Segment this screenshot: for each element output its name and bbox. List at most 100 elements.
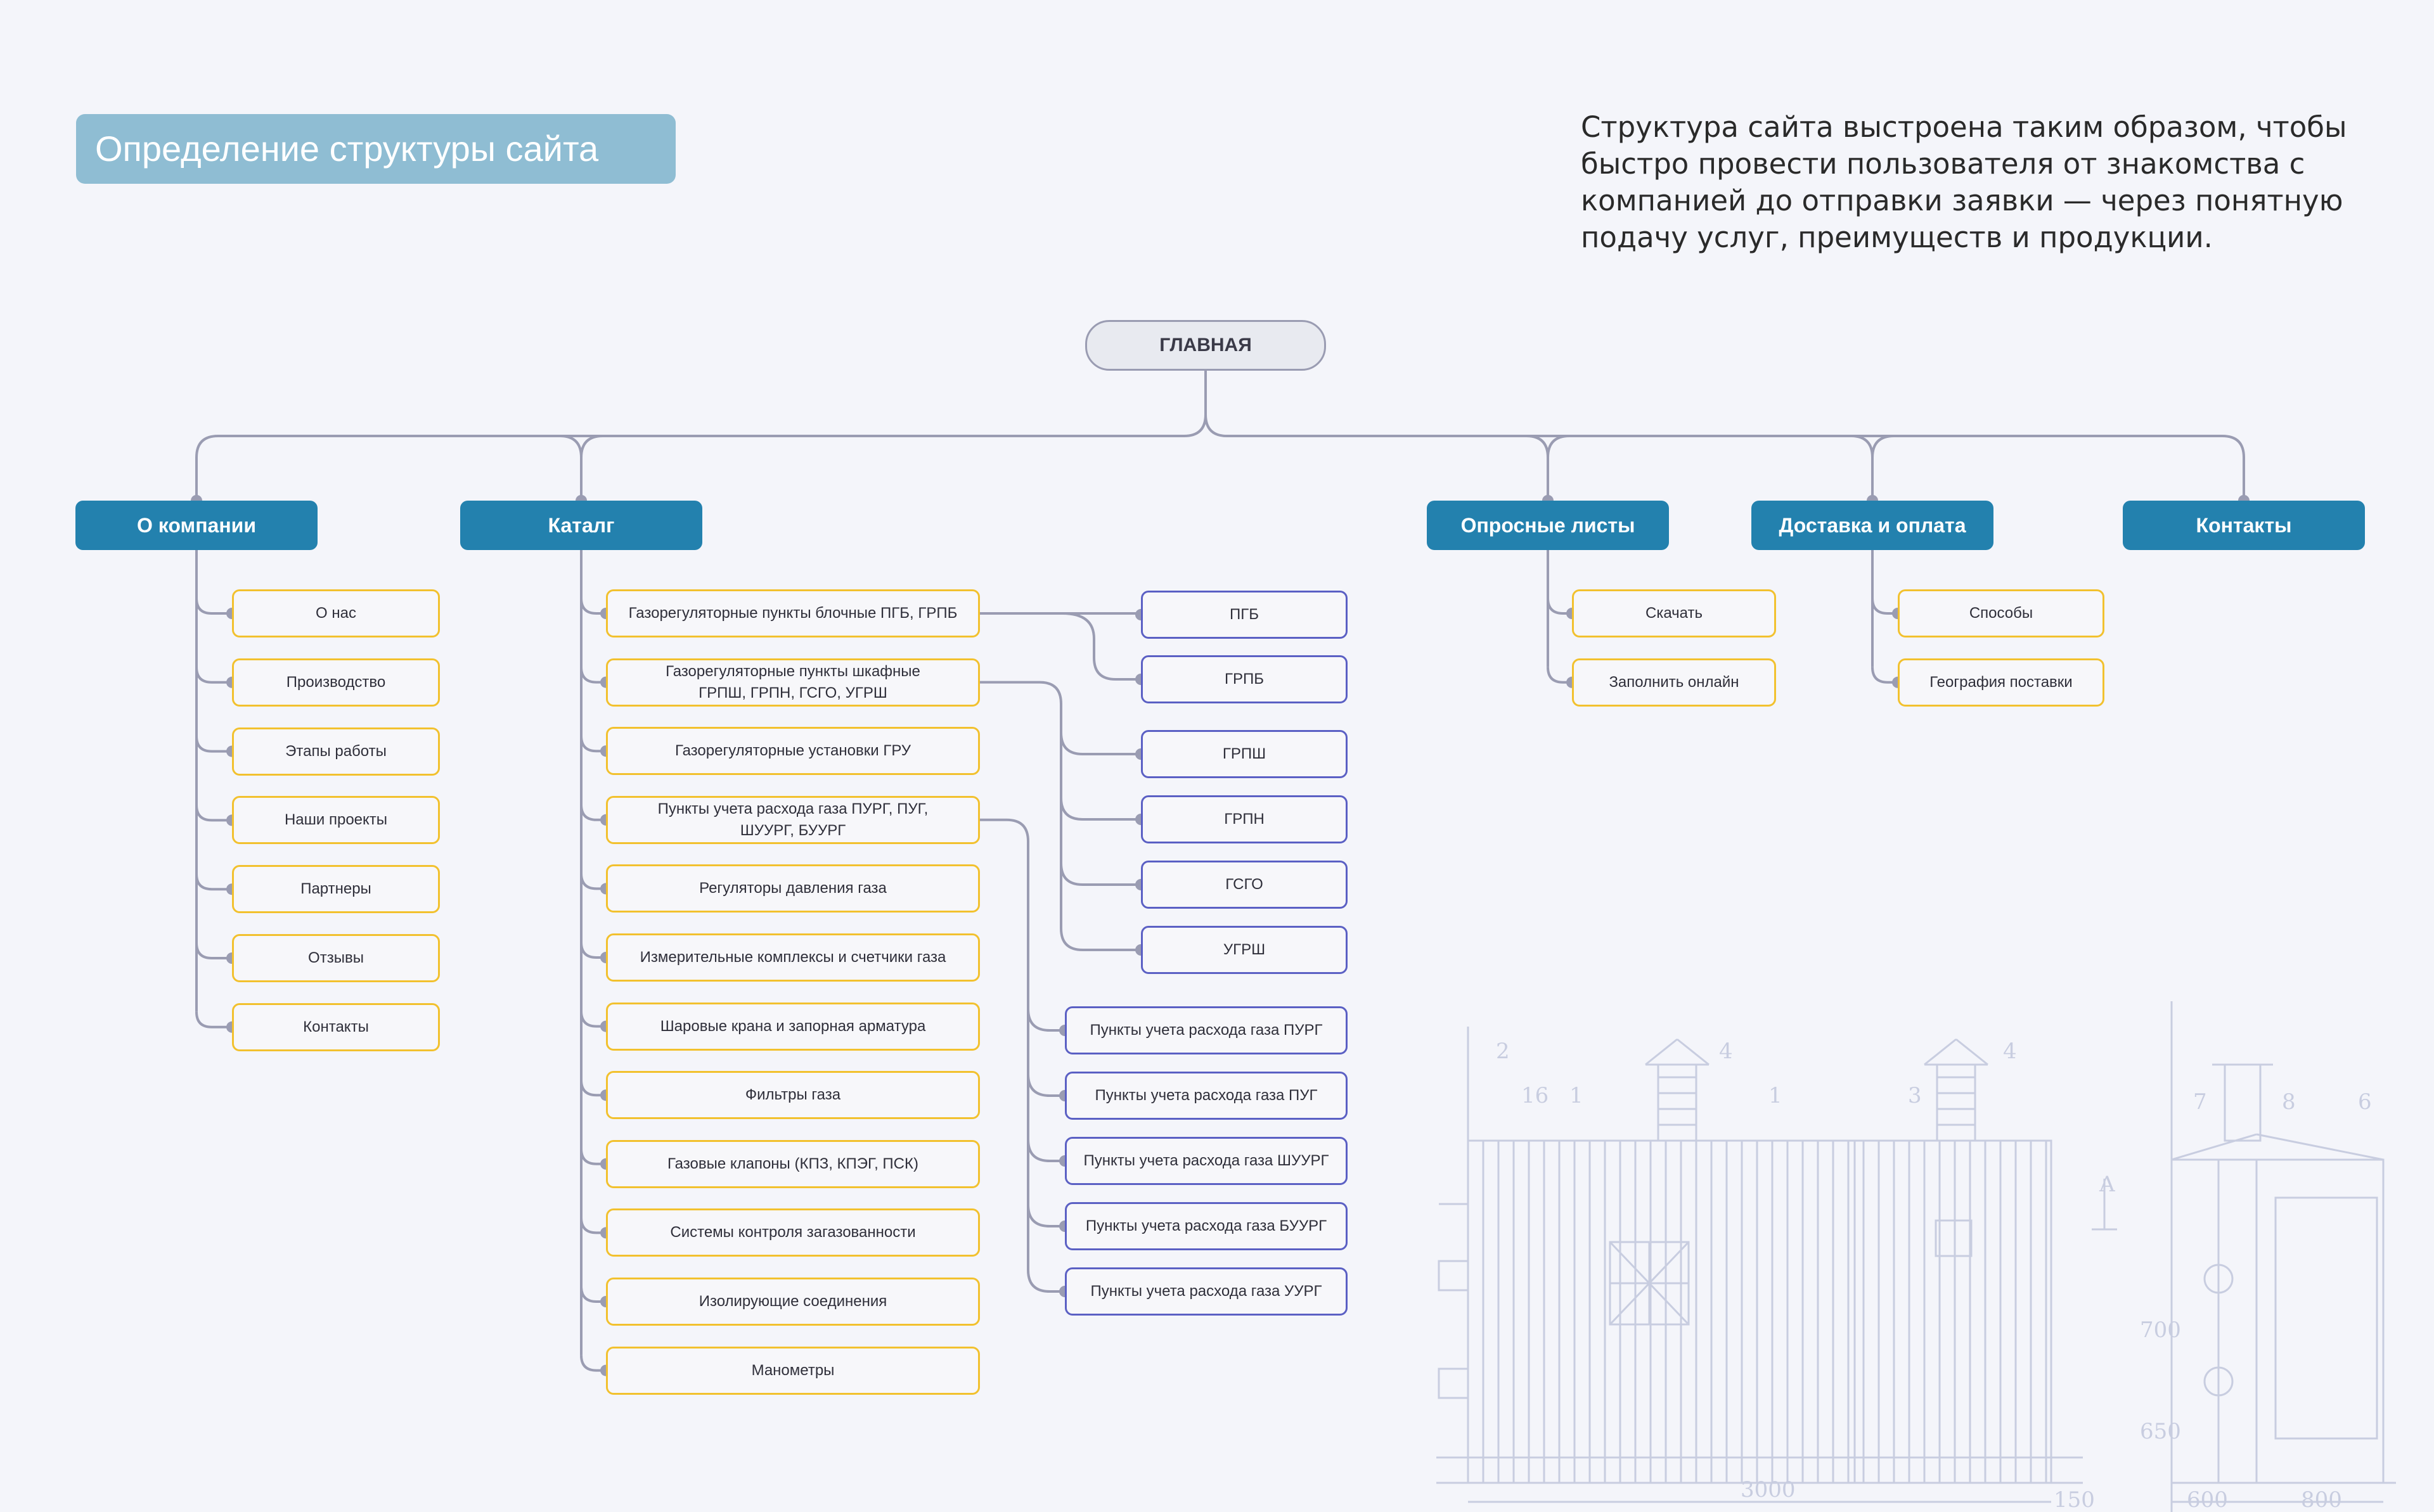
connector-line (580, 804, 606, 821)
blueprint-pipe-circle (2203, 1366, 2234, 1397)
connector-line (980, 818, 1029, 1270)
connector-line (1850, 435, 1874, 501)
blueprint-callout: 6 (2358, 1089, 2372, 1115)
blueprint-flange (1438, 1368, 1469, 1399)
connector-line (195, 435, 219, 501)
connector-line (195, 736, 232, 753)
category-delivery[interactable]: Доставка и оплата (1751, 501, 1993, 550)
leaf-catalog-item-1[interactable]: Газорегуляторные пункты блочные ПГБ, ГРП… (606, 589, 980, 637)
page-title: Определение структуры сайта (76, 114, 676, 184)
sub-catalog-1-item-2[interactable]: ГРПБ (1141, 655, 1348, 703)
leaf-about-item-3[interactable]: Этапы работы (232, 727, 440, 776)
connector-line (1027, 1008, 1065, 1032)
sub-catalog-4-item-2[interactable]: Пункты учета расхода газа ПУГ (1065, 1072, 1348, 1120)
sub-catalog-2-item-3[interactable]: ГСГО (1141, 861, 1348, 909)
connector-line (580, 1355, 606, 1372)
blueprint-chimney-cap (1645, 1038, 1678, 1066)
blueprint-callout: 3 (1908, 1083, 1922, 1108)
blueprint-callout: 8 (2282, 1089, 2296, 1115)
connector-line (1060, 797, 1141, 821)
connector-line (1871, 667, 1898, 684)
category-contacts[interactable]: Контакты (2123, 501, 2365, 550)
blueprint-chimney-cap (1677, 1038, 1710, 1066)
connector-line (2222, 435, 2245, 501)
leaf-catalog-item-10[interactable]: Системы контроля загазованности (606, 1208, 980, 1257)
sub-catalog-4-item-5[interactable]: Пункты учета расхода газа УУРГ (1065, 1267, 1348, 1316)
connector-line (1871, 598, 1898, 615)
connector-line (195, 805, 232, 822)
leaf-catalog-item-3[interactable]: Газорегуляторные установки ГРУ (606, 727, 980, 776)
sub-catalog-4-item-4[interactable]: Пункты учета расхода газа БУУРГ (1065, 1202, 1348, 1250)
leaf-about-item-4[interactable]: Наши проекты (232, 796, 440, 845)
connector-line (1526, 435, 1549, 501)
leaf-about-item-2[interactable]: Производство (232, 658, 440, 707)
connector-line (1547, 667, 1572, 684)
leaf-catalog-item-12[interactable]: Манометры (606, 1346, 980, 1395)
connector-line (195, 667, 232, 684)
leaf-catalog-item-11[interactable]: Изолирующие соединения (606, 1278, 980, 1326)
connector-line (195, 1011, 232, 1028)
connector-line (580, 1011, 606, 1028)
connector-line (1062, 612, 1141, 681)
leaf-catalog-item-9[interactable]: Газовые клапоны (КПЗ, КПЭГ, ПСК) (606, 1139, 980, 1188)
sub-catalog-2-item-4[interactable]: УГРШ (1141, 926, 1348, 974)
connector-line (1027, 1269, 1065, 1293)
leaf-catalog-item-7[interactable]: Шаровые крана и запорная арматура (606, 1002, 980, 1051)
blueprint-callout: 4 (2003, 1039, 2017, 1064)
connector-line (580, 598, 606, 615)
leaf-delivery-item-2[interactable]: География поставки (1898, 658, 2104, 707)
connector-line (580, 873, 606, 890)
leaf-about-item-1[interactable]: О нас (232, 589, 440, 637)
intro-text: Структура сайта выстроена таким образом,… (1581, 110, 2347, 254)
leaf-about-item-5[interactable]: Партнеры (232, 865, 440, 914)
connector-line (580, 942, 606, 959)
blueprint-dimension-label: 650 (2140, 1419, 2181, 1444)
blueprint-dimension-label: 600 (2187, 1487, 2228, 1512)
leaf-questionnaires-item-1[interactable]: Скачать (1572, 589, 1776, 637)
blueprint-pipe-circle (2203, 1264, 2234, 1294)
connector-line (1871, 435, 1895, 458)
sub-catalog-4-item-1[interactable]: Пункты учета расхода газа ПУРГ (1065, 1006, 1348, 1054)
category-about[interactable]: О компании (75, 501, 318, 550)
blueprint-roof (2171, 1133, 2257, 1161)
blueprint-callout: 16 (1521, 1083, 1549, 1108)
connector-line (580, 435, 603, 458)
blueprint-flange (1438, 1260, 1469, 1291)
connector-line (195, 874, 232, 891)
leaf-catalog-item-6[interactable]: Измерительные комплексы и счетчики газа (606, 933, 980, 982)
leaf-catalog-item-4[interactable]: Пункты учета расхода газа ПУРГ, ПУГ, ШУУ… (606, 795, 980, 844)
connector-line (1204, 414, 1228, 437)
leaf-catalog-item-8[interactable]: Фильтры газа (606, 1071, 980, 1120)
blueprint-dimension-label: 700 (2140, 1317, 2181, 1343)
leaf-catalog-item-5[interactable]: Регуляторы давления газа (606, 864, 980, 913)
blueprint-callout: 4 (1719, 1039, 1733, 1064)
leaf-delivery-item-1[interactable]: Способы (1898, 589, 2104, 637)
leaf-about-item-6[interactable]: Отзывы (232, 934, 440, 982)
leaf-catalog-item-2[interactable]: Газорегуляторные пункты шкафные ГРПШ, ГР… (606, 658, 980, 707)
connector-line (1547, 598, 1572, 615)
category-catalog[interactable]: Каталг (460, 501, 702, 550)
blueprint-callout: 7 (2193, 1089, 2207, 1115)
connector-line (559, 435, 583, 501)
blueprint-chimney-cap (1955, 1038, 1988, 1066)
connector-line (1060, 732, 1141, 755)
sub-catalog-1-item-1[interactable]: ПГБ (1141, 591, 1348, 639)
category-questionnaires[interactable]: Опросные листы (1427, 501, 1669, 550)
sub-catalog-2-item-2[interactable]: ГРПН (1141, 795, 1348, 843)
leaf-questionnaires-item-2[interactable]: Заполнить онлайн (1572, 658, 1776, 707)
root-node-main[interactable]: ГЛАВНАЯ (1085, 320, 1326, 371)
sub-catalog-2-item-1[interactable]: ГРПШ (1141, 730, 1348, 778)
connector-line (1060, 928, 1141, 951)
connector-line (1547, 435, 1570, 458)
leaf-about-item-7[interactable]: Контакты (232, 1003, 440, 1051)
blueprint-callout: 1 (1569, 1083, 1583, 1108)
sub-catalog-4-item-3[interactable]: Пункты учета расхода газа ШУУРГ (1065, 1137, 1348, 1185)
blueprint-callout: A (2099, 1172, 2115, 1197)
connector-line (580, 1080, 606, 1097)
connector-line (1027, 1204, 1065, 1227)
blueprint-dimension-label: 150 (2054, 1487, 2095, 1512)
connector-line (580, 1286, 606, 1303)
